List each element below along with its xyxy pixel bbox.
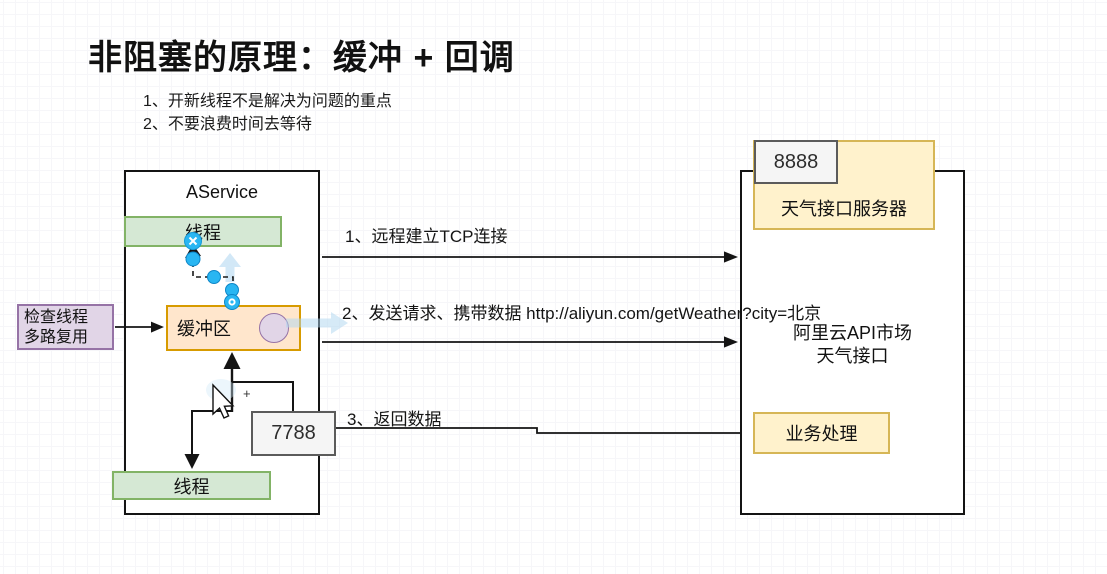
buffer-label: 缓冲区 — [177, 319, 231, 339]
port-7788-box[interactable]: 7788 — [251, 411, 336, 456]
note-line-2: 2、不要浪费时间去等待 — [143, 116, 312, 133]
thread-top-box[interactable]: 线程 — [124, 216, 282, 247]
note-line-1: 1、开新线程不是解决为问题的重点 — [143, 93, 392, 110]
mouse-cursor-icon: + — [206, 379, 251, 419]
arrowhead-right-icon — [724, 336, 738, 348]
arrowhead-up-icon — [223, 352, 241, 369]
notes-block[interactable]: 1、开新线程不是解决为问题的重点 2、不要浪费时间去等待 — [143, 90, 392, 136]
buffer-box[interactable]: 缓冲区 — [166, 305, 301, 351]
waypoint-handle[interactable] — [207, 270, 221, 284]
endpoint-delete-handle[interactable] — [184, 232, 202, 250]
connector-tcp-connect[interactable] — [322, 251, 738, 263]
diagram-title[interactable]: 非阻塞的原理：缓冲 + 回调 — [88, 39, 515, 77]
arrowhead-down-icon — [184, 454, 200, 469]
arrowhead-right-icon — [724, 251, 738, 263]
hint-arrow-up-icon — [219, 253, 241, 282]
connector-7788-to-buffer[interactable] — [223, 352, 294, 412]
aservice-title: AService — [185, 182, 259, 202]
hint-arrow-right-icon — [286, 312, 348, 334]
connector-checker-to-buffer[interactable] — [115, 321, 164, 333]
business-process-label: 业务处理 — [785, 424, 858, 444]
flow-label-return-data[interactable]: 3、返回数据 — [347, 410, 442, 429]
aliyun-api-market-text[interactable]: 阿里云API市场 天气接口 — [740, 322, 965, 368]
arrowhead-right-icon — [151, 321, 164, 333]
business-process-box[interactable]: 业务处理 — [753, 412, 890, 454]
api-market-line-1: 阿里云API市场 — [792, 323, 912, 343]
flow-label-send-request[interactable]: 2、发送请求、携带数据 http://aliyun.com/getWeather… — [342, 304, 822, 323]
checker-line-2: 多路复用 — [24, 329, 89, 346]
thread-bottom-box[interactable]: 线程 — [112, 471, 271, 500]
endpoint-handle[interactable] — [185, 251, 201, 267]
connector-return-data[interactable] — [336, 427, 740, 434]
checker-thread-box[interactable]: 检查线程 多路复用 — [17, 304, 114, 350]
port-7788-label: 7788 — [271, 422, 316, 444]
weather-api-server-label: 天气接口服务器 — [781, 199, 907, 219]
flow-label-tcp-connect[interactable]: 1、远程建立TCP连接 — [345, 227, 508, 246]
port-8888-box[interactable]: 8888 — [754, 140, 838, 184]
connector-to-bottom-thread[interactable] — [184, 410, 233, 469]
connector-send-request[interactable] — [322, 336, 738, 348]
checker-line-1: 检查线程 — [24, 309, 89, 326]
buffer-slot-circle[interactable] — [259, 313, 289, 343]
thread-bottom-label: 线程 — [173, 476, 210, 497]
selected-connector-thread-to-buffer[interactable] — [184, 232, 240, 310]
port-8888-label: 8888 — [773, 150, 819, 173]
svg-text:+: + — [243, 386, 251, 401]
endpoint-target-handle[interactable] — [224, 294, 240, 310]
api-market-line-2: 天气接口 — [816, 346, 889, 366]
